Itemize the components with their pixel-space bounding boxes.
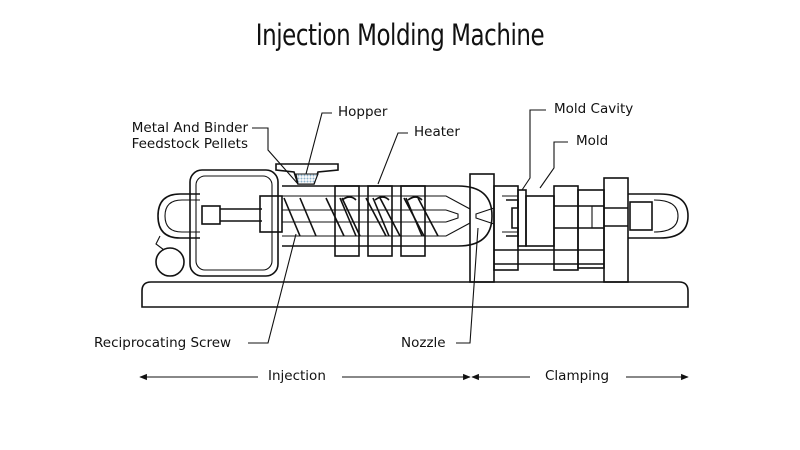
- label-mold: Mold: [576, 133, 609, 149]
- hydraulic-drive: [155, 169, 279, 277]
- label-injection: Injection: [268, 368, 326, 384]
- pellets-icon: [295, 173, 319, 185]
- label-heater: Heater: [414, 124, 460, 140]
- heater-bands: [334, 185, 426, 257]
- reciprocating-screw: [283, 197, 439, 237]
- label-feedstock-line1: Metal And Binder: [131, 120, 248, 136]
- label-reciprocating-screw: Reciprocating Screw: [94, 335, 232, 351]
- label-feedstock-line2: Feedstock Pellets: [131, 136, 248, 152]
- label-mold-cavity: Mold Cavity: [554, 101, 634, 117]
- diagram-title: Injection Molding Machine: [255, 18, 545, 52]
- machine-base: [141, 281, 689, 308]
- leader-lines: [248, 109, 568, 344]
- mold: [494, 177, 629, 283]
- clamp-cylinder: [604, 193, 689, 239]
- label-nozzle: Nozzle: [401, 335, 446, 351]
- label-clamping: Clamping: [545, 368, 610, 384]
- label-hopper: Hopper: [338, 104, 388, 120]
- hopper: [275, 163, 339, 185]
